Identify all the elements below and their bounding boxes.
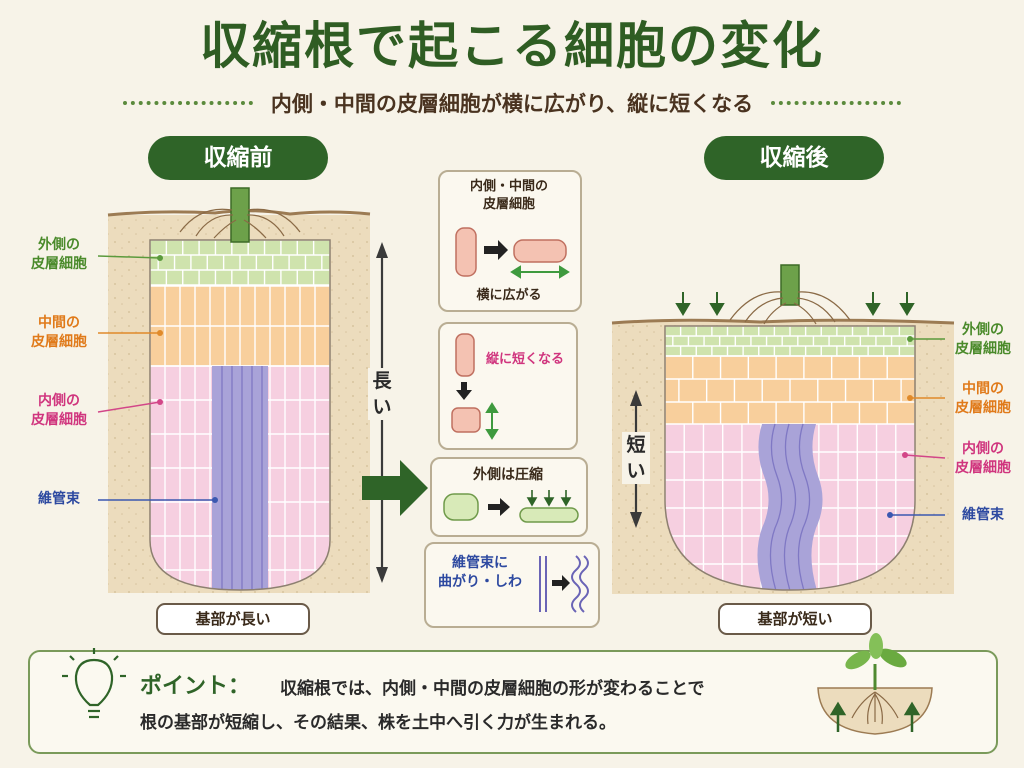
vascular-bundle-before <box>212 366 268 590</box>
short-cell-icon <box>451 407 481 433</box>
inner-cortex-label-after: 内側の 皮層細胞 <box>955 441 1011 476</box>
outer-cortex-label-after: 外側の 皮層細胞 <box>955 322 1011 357</box>
panel1-title: 内側・中間の 皮層細胞 <box>469 179 548 212</box>
stem-after <box>780 264 800 306</box>
subtitle: 内側・中間の皮層細胞が横に広がり、縦に短くなる <box>270 92 754 116</box>
point-line1: 収縮根では、内側・中間の皮層細胞の形が変わることで <box>280 679 705 699</box>
transition-arrow <box>362 460 428 516</box>
arrow-right-icon <box>484 240 508 260</box>
plant-icon <box>845 633 907 725</box>
length-label-short: 短 い <box>622 432 650 484</box>
after-heading: 収縮後 <box>704 136 884 180</box>
long-cell-icon <box>455 333 475 377</box>
panel2-caption: 縦に短くなる <box>485 352 564 367</box>
caption-after: 基部が短い <box>718 603 872 635</box>
root-before <box>150 240 330 590</box>
point-heading: ポイント： <box>140 674 251 699</box>
vertical-arrow-icon <box>485 402 499 440</box>
arrow-right-icon-2 <box>488 498 510 516</box>
soil-surface-after <box>611 318 955 325</box>
middle-cortex-label-before: 中間の 皮層細胞 <box>31 315 87 350</box>
middle-cortex-label-after: 中間の 皮層細胞 <box>955 381 1011 416</box>
compression-arrows <box>675 292 915 316</box>
root-hairs-before <box>179 208 301 239</box>
dotted-divider-left <box>122 101 253 105</box>
subtitle-row: 内側・中間の皮層細胞が横に広がり、縦に短くなる <box>0 88 1024 118</box>
wide-cell-icon <box>513 239 567 263</box>
outer-cell-icon <box>443 493 479 521</box>
tall-cell-icon <box>455 227 477 277</box>
dotted-divider-right <box>771 101 902 105</box>
caption-before: 基部が長い <box>156 603 310 635</box>
before-heading: 収縮前 <box>148 136 328 180</box>
vascular-label-after: 維管束 <box>962 507 1004 523</box>
straight-vessel-icon <box>539 556 547 612</box>
panel1-caption: 横に広がる <box>476 288 542 303</box>
panel4-title: 維管束に 曲がり・しわ <box>438 555 522 590</box>
inner-cortex-label-before: 内側の 皮層細胞 <box>31 393 87 428</box>
arrow-down-icon <box>456 382 472 400</box>
upward-arrows <box>829 701 921 732</box>
horizontal-arrow-icon <box>510 265 570 279</box>
root-hairs-after <box>729 291 851 325</box>
point-line2: 根の基部が短縮し、その結果、株を土中へ引く力が生まれる。 <box>140 713 616 733</box>
flattened-cell-icon <box>519 507 579 523</box>
stem-before <box>230 187 250 243</box>
lightbulb-icon <box>62 648 126 719</box>
wavy-vessel-icon <box>571 555 589 613</box>
vascular-label-before: 維管束 <box>38 491 80 507</box>
root-after <box>665 326 915 590</box>
down-arrows-icon <box>526 490 572 507</box>
panel3-title: 外側は圧縮 <box>473 467 543 483</box>
length-label-long: 長 い <box>368 368 396 420</box>
page-title: 収縮根で起こる細胞の変化 <box>200 17 824 75</box>
outer-cortex-label-before: 外側の 皮層細胞 <box>31 237 87 272</box>
arrow-right-icon-3 <box>552 575 570 591</box>
